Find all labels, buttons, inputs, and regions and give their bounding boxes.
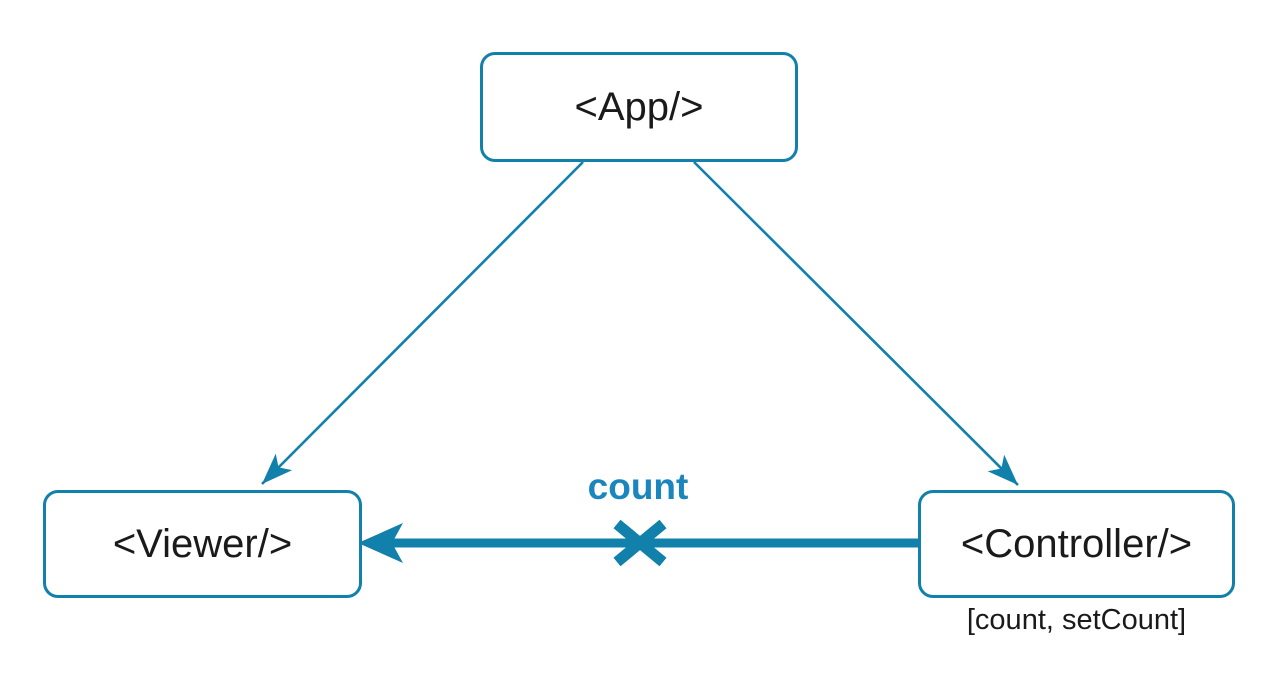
edge-label-count: count [587, 466, 689, 507]
node-app: <App/> [480, 52, 798, 162]
edge-app-to-viewer [261, 161, 584, 485]
node-app-label: <App/> [574, 84, 704, 129]
node-viewer: <Viewer/> [43, 490, 362, 598]
thick-arrowhead-icon [358, 523, 403, 563]
x-cross-icon [613, 519, 667, 567]
controller-hook-sublabel: [count, setCount] [966, 604, 1187, 636]
edge-app-to-controller [693, 161, 1019, 486]
node-viewer-label: <Viewer/> [112, 521, 293, 566]
node-controller: <Controller/> [918, 490, 1235, 598]
node-controller-label: <Controller/> [960, 521, 1193, 566]
